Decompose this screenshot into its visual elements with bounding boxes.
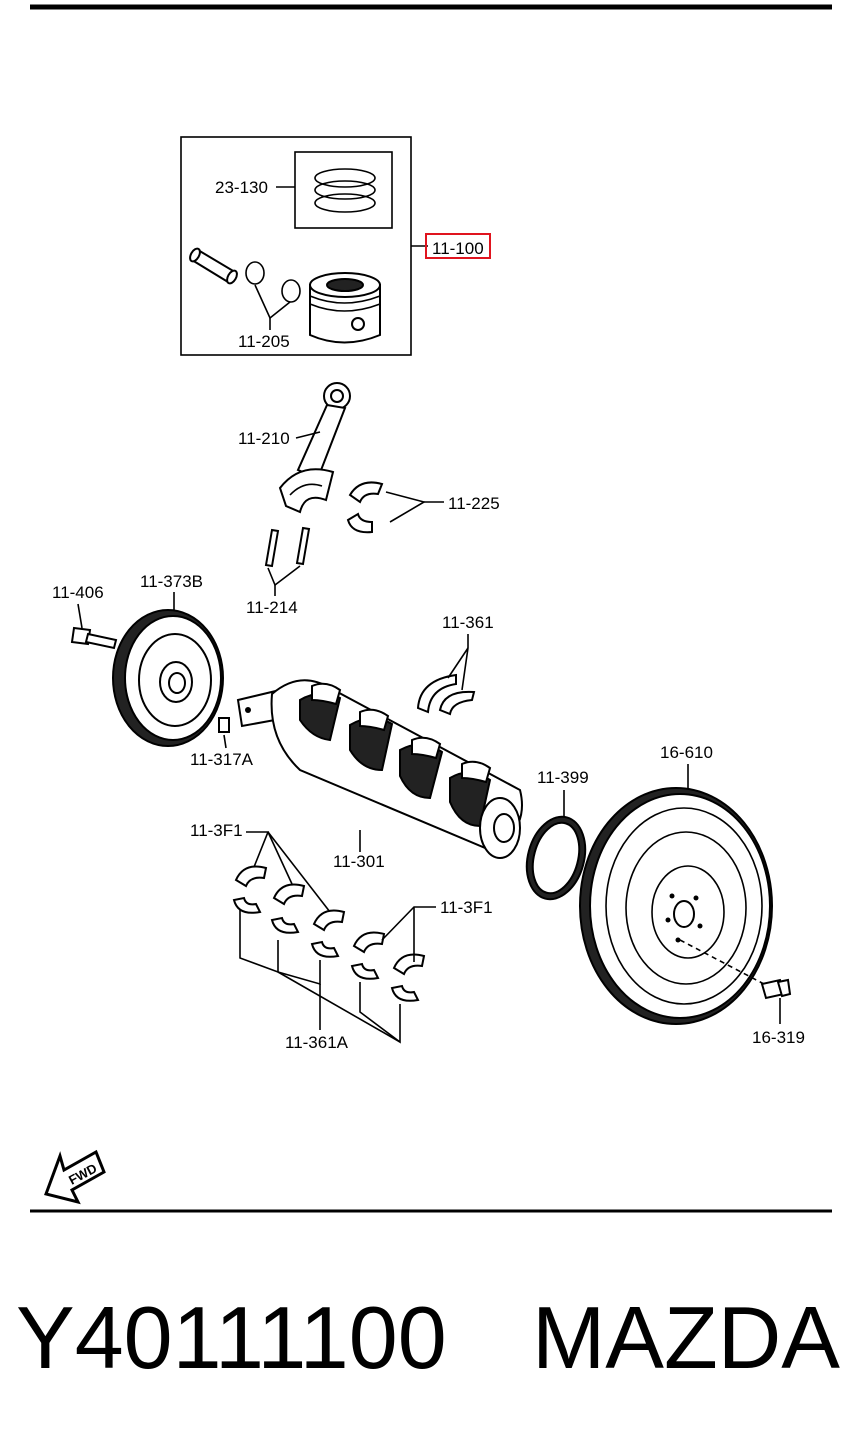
label-main-bearing-upper[interactable]: 11-3F1 (190, 821, 243, 840)
label-crankshaft[interactable]: 11-301 (333, 852, 385, 871)
label-key[interactable]: 11-317A (190, 750, 254, 769)
conrod-bolts (264, 526, 311, 568)
pin-clip-1 (245, 261, 265, 285)
rear-oil-seal (525, 815, 587, 901)
piston-assembly-group: 23-130 11-205 11-100 (180, 136, 491, 356)
label-conrod-bolt[interactable]: 11-214 (246, 598, 298, 617)
label-pulley-bolt[interactable]: 11-406 (52, 583, 104, 602)
label-piston-assy[interactable]: 11-100 (432, 239, 484, 258)
main-bearing-shells (232, 865, 426, 1002)
piston-rings-box (294, 151, 393, 229)
label-main-bearing-set[interactable]: 11-361A (285, 1033, 349, 1052)
label-pulley[interactable]: 11-373B (140, 572, 203, 591)
crank-pulley (112, 609, 224, 747)
label-conrod[interactable]: 11-210 (238, 429, 290, 448)
connecting-rod (278, 382, 351, 514)
label-piston-rings[interactable]: 23-130 (215, 178, 268, 197)
crankshaft (236, 679, 523, 859)
piston-pin (189, 247, 238, 285)
label-flywheel[interactable]: 16-610 (660, 743, 713, 762)
label-thrust-washer[interactable]: 11-361 (442, 613, 494, 632)
part-number: Y40111100 (16, 1288, 447, 1387)
flywheel-bolt (760, 978, 792, 1000)
thrust-washers (416, 673, 476, 716)
woodruff-key (218, 717, 230, 733)
label-pin-clips[interactable]: 11-205 (238, 332, 290, 351)
pin-clip-2 (281, 279, 301, 303)
label-rear-seal[interactable]: 11-399 (537, 768, 589, 787)
piston-rings (314, 168, 376, 213)
flywheel (579, 787, 773, 1025)
piston (309, 272, 381, 344)
brand-name: MAZDA (532, 1288, 840, 1387)
pulley-bolt (70, 626, 118, 650)
label-flywheel-bolt[interactable]: 16-319 (752, 1028, 805, 1047)
label-main-bearing-lower[interactable]: 11-3F1 (440, 898, 493, 917)
highlight-box (425, 233, 491, 259)
conrod-bearings (346, 481, 384, 534)
fwd-arrow-icon: FWD (44, 1149, 106, 1205)
label-conrod-bearing[interactable]: 11-225 (448, 494, 500, 513)
